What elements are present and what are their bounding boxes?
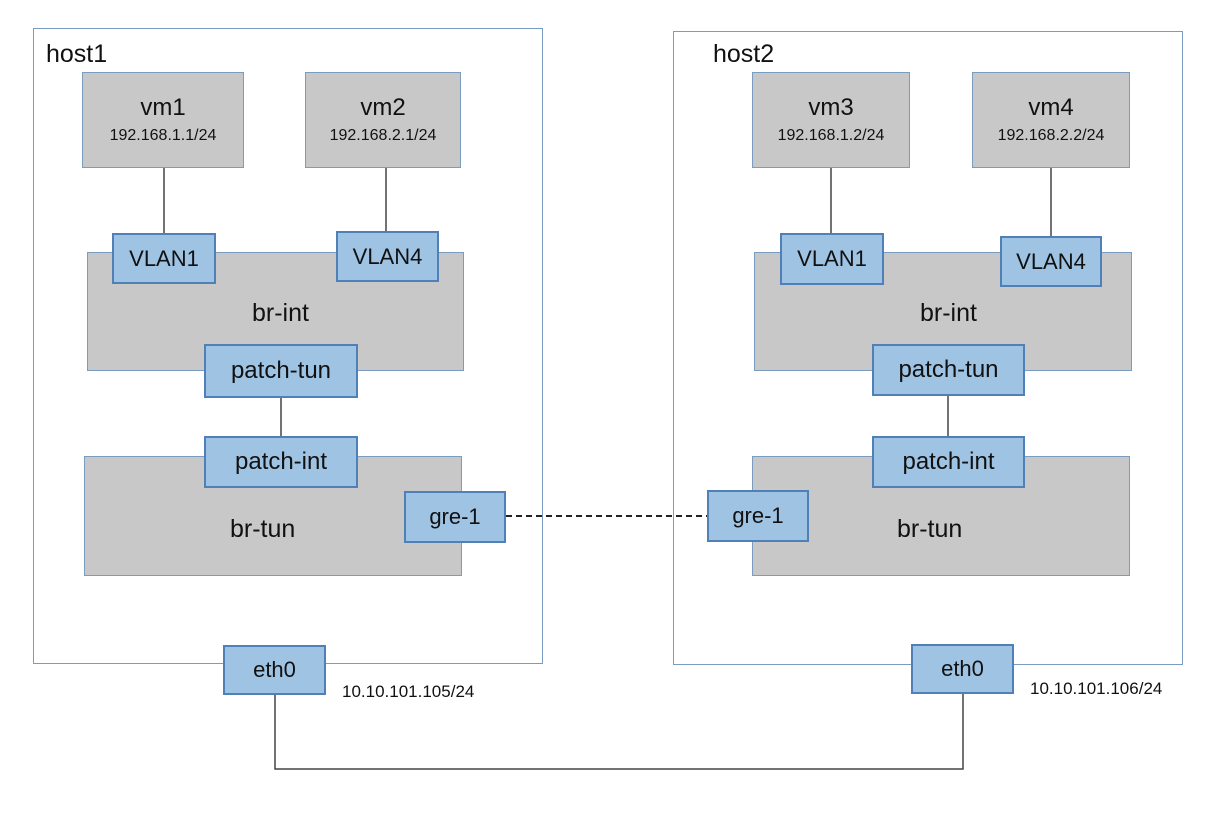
host1-patch-int-port: patch-int — [204, 436, 358, 488]
vm3-name: vm3 — [808, 94, 854, 121]
host1-br-int-label: br-int — [252, 299, 309, 327]
vm4-box: vm4 192.168.2.2/24 — [972, 72, 1130, 168]
host2-vlan4-port: VLAN4 — [1000, 236, 1102, 287]
host1-vlan1-port: VLAN1 — [112, 233, 216, 284]
host1-eth0-port: eth0 — [223, 645, 326, 695]
host1-gre-port: gre-1 — [404, 491, 506, 543]
host2-br-int-label: br-int — [920, 299, 977, 327]
host2-eth0-ip: 10.10.101.106/24 — [1030, 679, 1163, 698]
vm3-box: vm3 192.168.1.2/24 — [752, 72, 910, 168]
host2-eth0-port: eth0 — [911, 644, 1014, 694]
host1-br-tun-label: br-tun — [230, 515, 296, 543]
host1-label: host1 — [46, 40, 108, 68]
host2-gre-port: gre-1 — [707, 490, 809, 542]
eth0-physical-link — [274, 694, 964, 770]
host1-patch-tun-port: patch-tun — [204, 344, 358, 398]
vm3-ip: 192.168.1.2/24 — [777, 127, 885, 144]
vm4-ip: 192.168.2.2/24 — [997, 127, 1105, 144]
host2-label: host2 — [713, 40, 775, 68]
vm1-ip: 192.168.1.1/24 — [109, 127, 217, 144]
host2-br-tun-label: br-tun — [897, 515, 963, 543]
vm2-ip: 192.168.2.1/24 — [329, 127, 437, 144]
vm1-box: vm1 192.168.1.1/24 — [82, 72, 244, 168]
host2-patch-tun-port: patch-tun — [872, 344, 1025, 396]
host1-vlan4-port: VLAN4 — [336, 231, 439, 282]
vm1-name: vm1 — [140, 94, 186, 121]
vm4-name: vm4 — [1028, 94, 1074, 121]
vm2-name: vm2 — [360, 94, 406, 121]
vm2-box: vm2 192.168.2.1/24 — [305, 72, 461, 168]
host1-eth0-ip: 10.10.101.105/24 — [342, 682, 475, 701]
host2-patch-int-port: patch-int — [872, 436, 1025, 488]
host2-vlan1-port: VLAN1 — [780, 233, 884, 285]
